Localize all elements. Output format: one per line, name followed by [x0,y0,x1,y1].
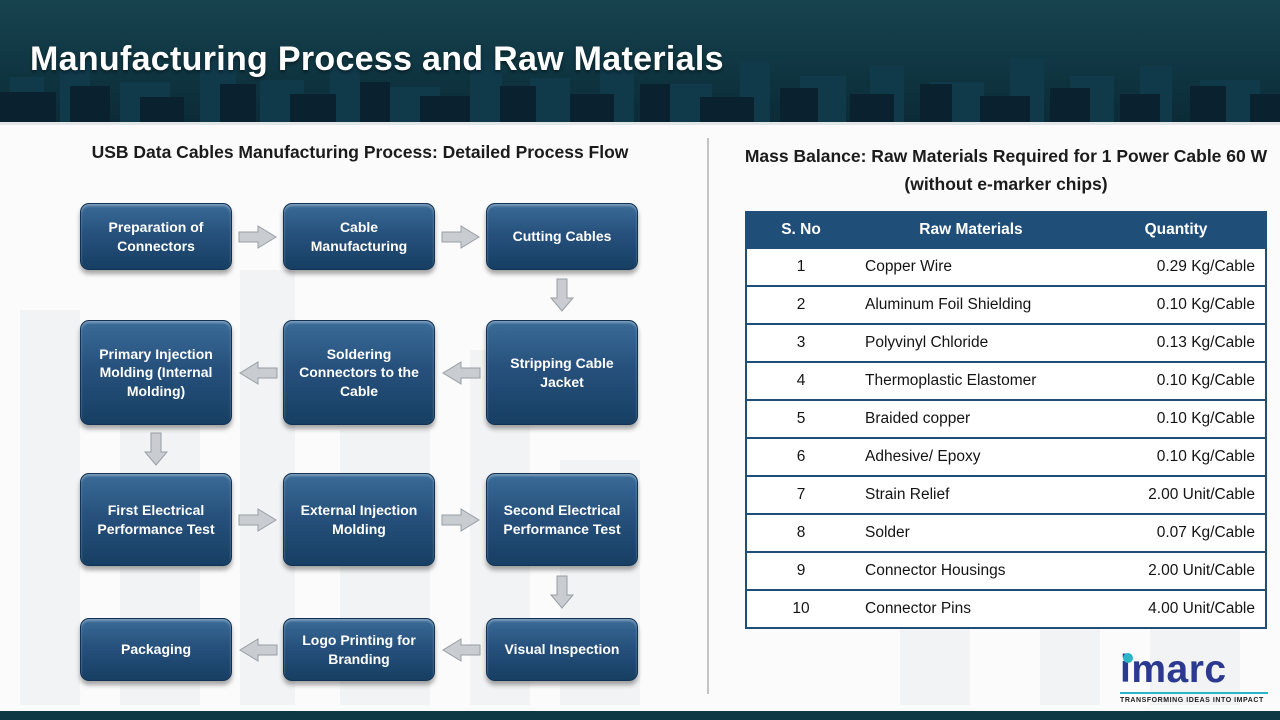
table-row: 3 Polyvinyl Chloride 0.13 Kg/Cable [746,323,1266,362]
flow-step-external-injection-molding: External Injection Molding [283,473,435,566]
arrow-right-icon [435,473,486,566]
bottom-bar [0,711,1280,720]
cell-sno: 4 [746,361,855,400]
cell-sno: 5 [746,399,855,438]
vertical-divider [707,138,709,694]
arrow-left-icon [232,618,283,681]
flow-step-cable-manufacturing: Cable Manufacturing [283,203,435,270]
cell-material: Thermoplastic Elastomer [855,361,1087,400]
table-row: 4 Thermoplastic Elastomer 0.10 Kg/Cable [746,361,1266,400]
table-row: 5 Braided copper 0.10 Kg/Cable [746,399,1266,438]
table-row: 10 Connector Pins 4.00 Unit/Cable [746,589,1266,628]
flow-step-primary-injection-molding: Primary Injection Molding (Internal Mold… [80,320,232,425]
cell-quantity: 0.10 Kg/Cable [1087,285,1266,324]
cell-quantity: 0.07 Kg/Cable [1087,513,1266,552]
arrow-right-icon [232,473,283,566]
cell-sno: 9 [746,551,855,590]
arrow-right-icon [232,203,283,270]
cell-sno: 6 [746,437,855,476]
table-row: 8 Solder 0.07 Kg/Cable [746,513,1266,552]
column-header-quantity: Quantity [1087,212,1266,248]
flow-step-soldering-connectors: Soldering Connectors to the Cable [283,320,435,425]
flow-step-stripping-cable-jacket: Stripping Cable Jacket [486,320,638,425]
cell-sno: 3 [746,323,855,362]
logo-wordmark: imarc [1120,648,1227,691]
flow-section-heading: USB Data Cables Manufacturing Process: D… [91,142,629,162]
cell-sno: 1 [746,247,855,286]
cell-material: Copper Wire [855,247,1087,286]
column-header-raw-materials: Raw Materials [855,212,1087,248]
page-title: Manufacturing Process and Raw Materials [30,40,724,78]
cell-quantity: 0.10 Kg/Cable [1087,399,1266,438]
arrow-left-icon [435,320,486,425]
cell-quantity: 2.00 Unit/Cable [1087,551,1266,590]
cell-sno: 10 [746,589,855,628]
logo-tagline: TRANSFORMING IDEAS INTO IMPACT [1120,697,1264,704]
cell-material: Connector Housings [855,551,1087,590]
cell-quantity: 0.10 Kg/Cable [1087,361,1266,400]
table-row: 7 Strain Relief 2.00 Unit/Cable [746,475,1266,514]
cell-quantity: 0.13 Kg/Cable [1087,323,1266,362]
flow-step-preparation-of-connectors: Preparation of Connectors [80,203,232,270]
table-row: 9 Connector Housings 2.00 Unit/Cable [746,551,1266,590]
cell-material: Connector Pins [855,589,1087,628]
cell-material: Braided copper [855,399,1087,438]
table-header-row: S. No Raw Materials Quantity [746,212,1266,248]
arrow-down-icon [486,270,638,320]
logo-i-dot-icon [1123,653,1133,663]
cell-quantity: 0.10 Kg/Cable [1087,437,1266,476]
cell-quantity: 2.00 Unit/Cable [1087,475,1266,514]
table-row: 6 Adhesive/ Epoxy 0.10 Kg/Cable [746,437,1266,476]
table-row: 1 Copper Wire 0.29 Kg/Cable [746,247,1266,286]
cell-material: Polyvinyl Chloride [855,323,1087,362]
imarc-logo: imarc TRANSFORMING IDEAS INTO IMPACT [1120,650,1268,704]
flow-step-first-electrical-test: First Electrical Performance Test [80,473,232,566]
cell-quantity: 4.00 Unit/Cable [1087,589,1266,628]
cell-material: Aluminum Foil Shielding [855,285,1087,324]
cell-material: Strain Relief [855,475,1087,514]
flow-step-cutting-cables: Cutting Cables [486,203,638,270]
cell-sno: 8 [746,513,855,552]
table-row: 2 Aluminum Foil Shielding 0.10 Kg/Cable [746,285,1266,324]
city-skyline-graphic [0,57,1280,122]
header-banner: Manufacturing Process and Raw Materials [0,0,1280,125]
cell-sno: 2 [746,285,855,324]
cell-material: Adhesive/ Epoxy [855,437,1087,476]
logo-divider-line [1120,692,1268,694]
flow-step-logo-printing: Logo Printing for Branding [283,618,435,681]
flow-step-packaging: Packaging [80,618,232,681]
arrow-down-icon [486,566,638,618]
flow-step-visual-inspection: Visual Inspection [486,618,638,681]
arrow-left-icon [435,618,486,681]
arrow-down-icon [80,425,232,473]
cell-quantity: 0.29 Kg/Cable [1087,247,1266,286]
imarc-logo-text: imarc [1120,650,1268,689]
arrow-left-icon [232,320,283,425]
process-flowchart: Preparation of Connectors Cable Manufact… [80,203,638,681]
table-section-heading: Mass Balance: Raw Materials Required for… [744,146,1268,194]
mass-balance-table: S. No Raw Materials Quantity 1 Copper Wi… [745,211,1267,629]
column-header-sno: S. No [746,212,855,248]
arrow-right-icon [435,203,486,270]
cell-sno: 7 [746,475,855,514]
cell-material: Solder [855,513,1087,552]
flow-step-second-electrical-test: Second Electrical Performance Test [486,473,638,566]
